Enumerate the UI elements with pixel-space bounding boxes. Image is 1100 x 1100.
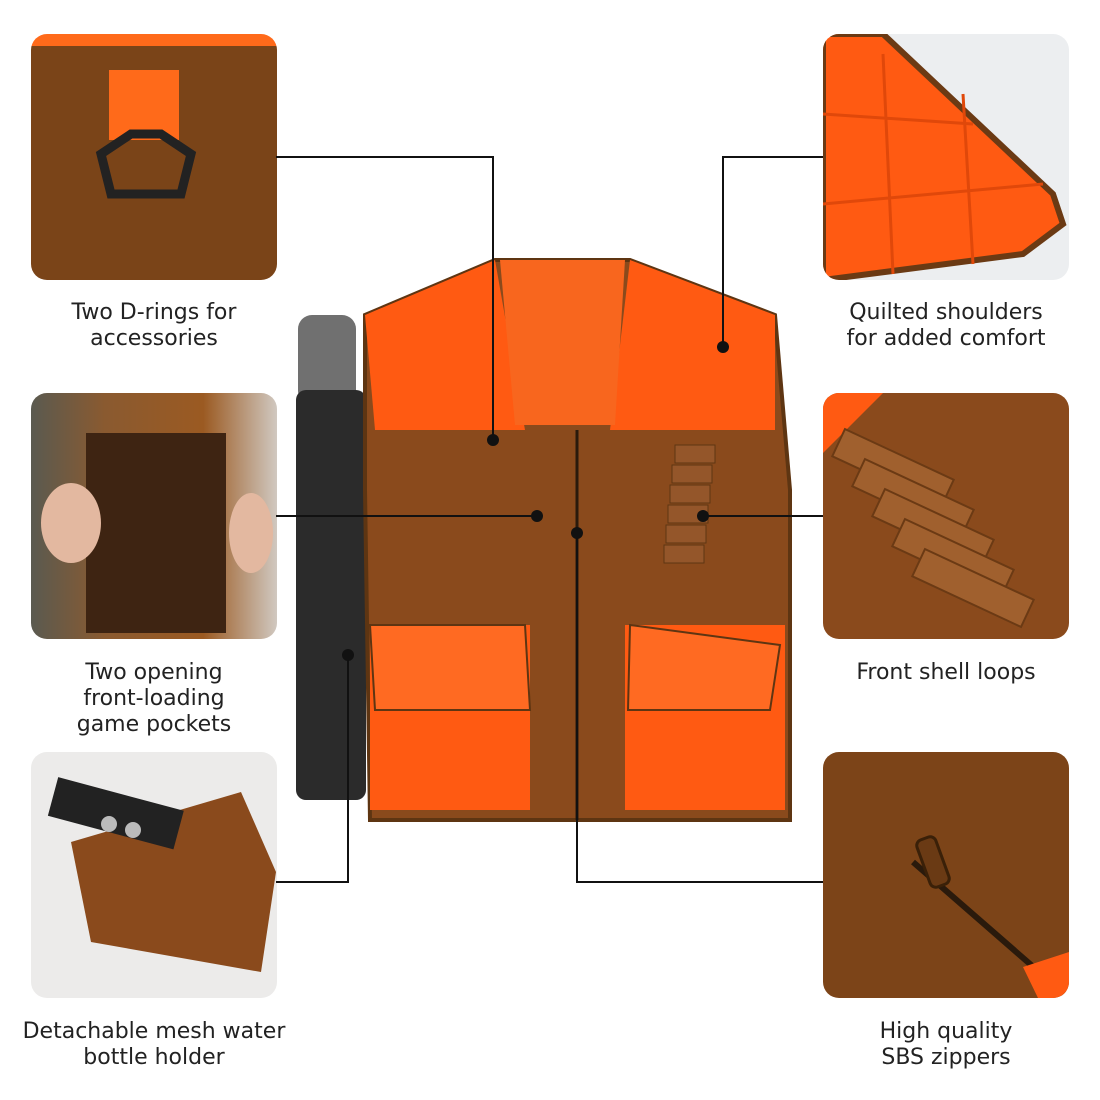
callout-dot <box>697 510 709 522</box>
bottle <box>298 315 356 405</box>
d-ring-detail-image <box>31 34 277 280</box>
callout-dot <box>571 527 583 539</box>
callout-quilted-shoulders <box>722 156 823 347</box>
shell-loops-image <box>823 393 1069 639</box>
game-pocket-image <box>31 393 277 639</box>
caption-shell-loops: Front shell loops <box>856 660 1036 685</box>
zipper-detail-image <box>823 752 1069 998</box>
callout-dot <box>342 649 354 661</box>
callout-d-rings <box>276 156 494 440</box>
callout-zippers <box>576 533 823 883</box>
callout-dot <box>487 434 499 446</box>
quilted-shoulder-image <box>823 34 1069 280</box>
callout-dot <box>717 341 729 353</box>
callout-dot <box>531 510 543 522</box>
bottle-holder-image <box>31 752 277 998</box>
callout-bottle-holder <box>276 655 349 883</box>
